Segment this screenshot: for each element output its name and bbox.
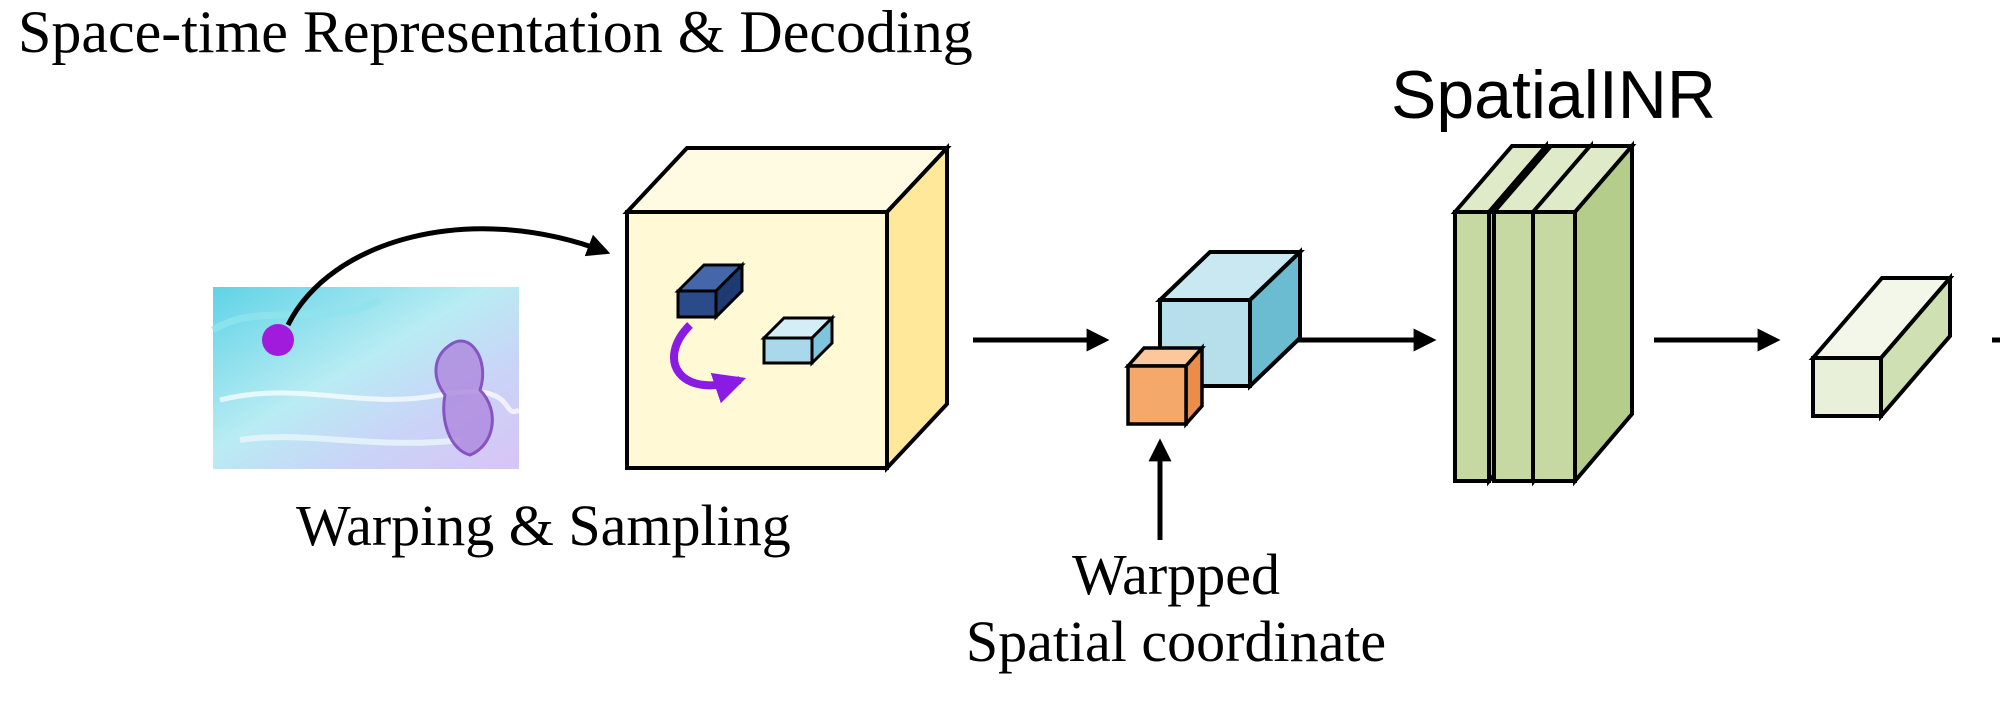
sampling-arrow	[285, 226, 611, 327]
inr-layer-3	[1528, 140, 1637, 487]
coordinate-block	[1124, 343, 1206, 429]
diagram-title: Space-time Representation & Decoding	[18, 0, 973, 65]
output-block	[1808, 272, 1955, 422]
sample-point-icon	[262, 324, 294, 356]
dark-feature-block	[674, 261, 746, 321]
spatial-inr-layers	[1450, 140, 1637, 487]
spatial-inr-label: SpatialINR	[1391, 57, 1716, 133]
feature-volume	[622, 142, 952, 474]
light-feature-block	[760, 314, 836, 367]
flow-image	[211, 287, 521, 469]
feature-coordinate-pair	[1124, 247, 1305, 429]
object-silhouette	[434, 339, 494, 457]
warp-arrow-icon	[670, 322, 747, 404]
warped-coordinate-label-line2: Spatial coordinate	[966, 609, 1386, 674]
warping-sampling-label: Warping & Sampling	[296, 493, 791, 558]
warped-coordinate-label-line1: Warpped	[1072, 542, 1280, 607]
